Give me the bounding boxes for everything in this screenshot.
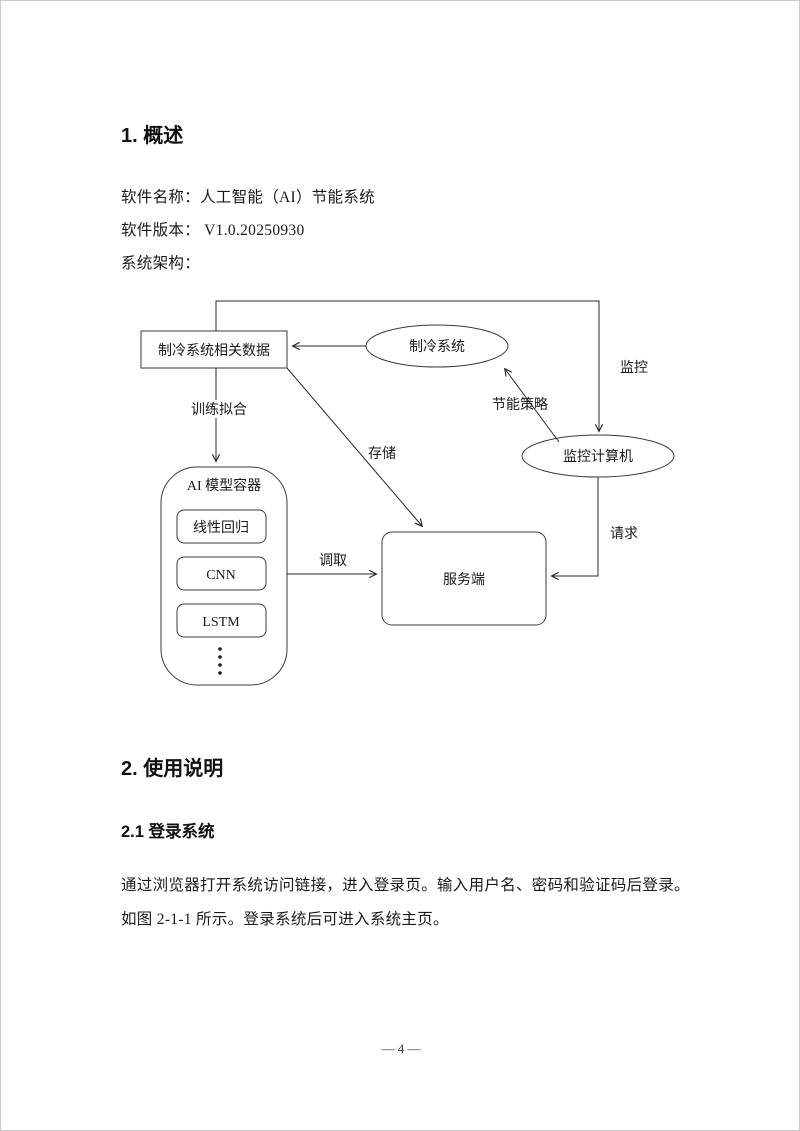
model-linear-node xyxy=(176,509,267,544)
model-cnn-node xyxy=(176,556,267,591)
edge-request-arrow xyxy=(552,477,599,576)
data-box-label: 制冷系统相关数据 xyxy=(158,343,270,359)
edge-label-monitor: 监控 xyxy=(620,360,648,376)
server-node xyxy=(381,531,547,626)
model-lstm-node xyxy=(176,603,267,638)
cooling-system-label: 制冷系统 xyxy=(409,339,465,355)
edge-monitor-arrow xyxy=(215,300,599,431)
architecture-label-line: 系统架构： xyxy=(121,255,201,272)
model-linear-label: 线性回归 xyxy=(193,519,249,536)
model-lstm-label: LSTM xyxy=(202,615,240,630)
section-2-1-heading: 2.1 登录系统 xyxy=(121,823,215,841)
edge-store-arrow xyxy=(286,367,422,526)
software-name-line: 软件名称：人工智能（AI）节能系统 xyxy=(121,189,375,206)
usage-paragraph-line-1: 通过浏览器打开系统访问链接，进入登录页。输入用户名、密码和验证码后登录。 xyxy=(121,877,690,894)
section-1-heading: 1. 概述 xyxy=(121,125,184,147)
edge-label-fetch: 调取 xyxy=(319,553,347,569)
edge-label-train-bg xyxy=(186,400,252,418)
model-cnn-label: CNN xyxy=(206,568,236,583)
edge-label-store: 存储 xyxy=(368,446,396,462)
software-version-line: 软件版本： V1.0.20250930 xyxy=(121,222,305,239)
edge-label-train: 训练拟合 xyxy=(191,402,247,418)
section-2-heading: 2. 使用说明 xyxy=(121,758,224,780)
architecture-diagram: 制冷系统相关数据 制冷系统 监控计算机 AI 模型容器 线性回归 CNN LST… xyxy=(140,300,675,686)
edge-strategy-arrow xyxy=(505,369,560,443)
edge-label-strategy: 节能策略 xyxy=(492,396,548,413)
monitor-computer-label: 监控计算机 xyxy=(563,449,633,465)
edge-label-request: 请求 xyxy=(610,526,638,542)
usage-paragraph-line-2: 如图 2-1-1 所示。登录系统后可进入系统主页。 xyxy=(121,911,449,928)
ai-container-label: AI 模型容器 xyxy=(187,477,261,494)
ellipsis-dots-icon xyxy=(218,647,222,675)
data-box-node xyxy=(140,330,288,369)
server-label: 服务端 xyxy=(443,572,485,588)
page-number: — 4 — xyxy=(381,1041,421,1056)
